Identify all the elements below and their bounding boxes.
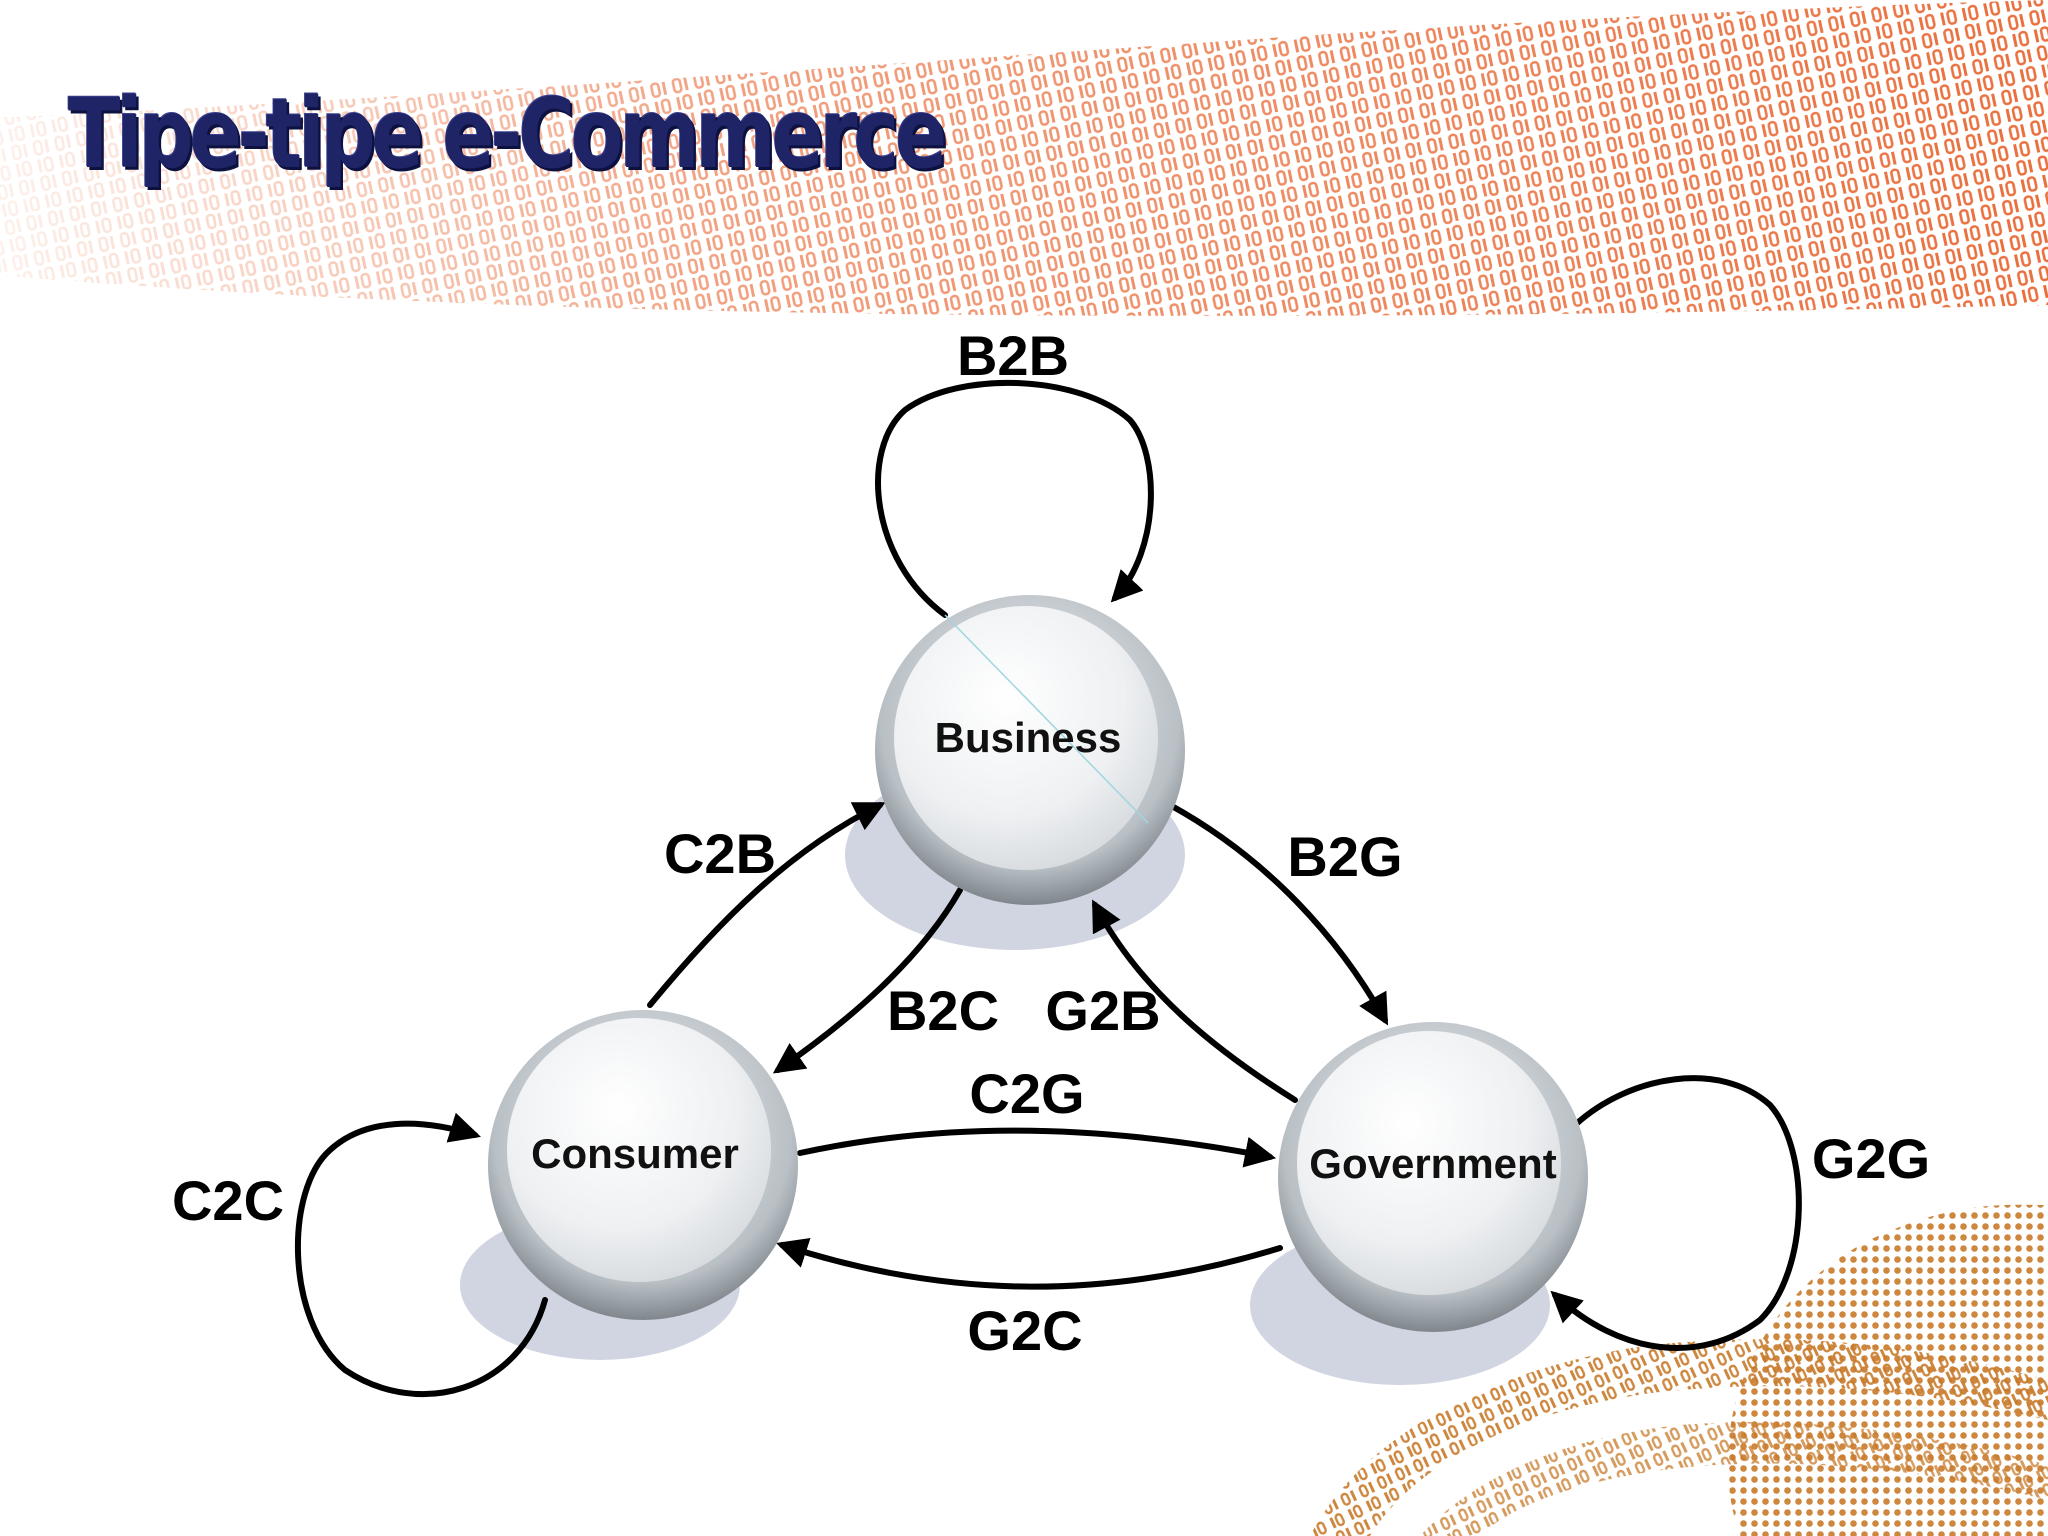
c2g-arrow — [797, 1127, 1277, 1168]
node-business: Business — [875, 595, 1185, 905]
b2c-label: B2C — [887, 979, 999, 1042]
binary-stream-decoration — [0, 0, 2048, 316]
g2c-arrow — [776, 1237, 1283, 1290]
b2b-loop-arrow — [875, 379, 1154, 618]
business-label: Business — [935, 714, 1122, 761]
edges — [294, 379, 1802, 1397]
c2g-label: C2G — [969, 1062, 1084, 1125]
b2g-arrow — [1167, 802, 1389, 1026]
slide-title: Tipe-tipe e-Commerce — [68, 78, 947, 190]
g2g-label: G2G — [1812, 1127, 1930, 1190]
node-government: Government — [1278, 1022, 1588, 1332]
edge-labels: B2B B2G C2B B2C G2B C2G G2C C2C G2G — [172, 324, 1930, 1362]
c2b-label: C2B — [664, 822, 776, 885]
c2c-loop-arrow — [294, 1112, 548, 1397]
g2g-loop-arrow — [1550, 1075, 1802, 1351]
g2c-label: G2C — [967, 1299, 1082, 1362]
b2g-label: B2G — [1287, 825, 1402, 888]
government-label: Government — [1309, 1140, 1556, 1187]
g2b-arrow — [1092, 899, 1298, 1103]
c2b-arrow — [647, 802, 886, 1008]
b2c-arrow — [772, 887, 963, 1074]
node-consumer: Consumer — [488, 1010, 798, 1320]
connector-line — [944, 614, 1149, 824]
b2b-label: B2B — [957, 324, 1069, 387]
binary-globe-decoration — [1310, 1204, 2048, 1536]
c2c-label: C2C — [172, 1169, 284, 1232]
g2b-label: G2B — [1045, 979, 1160, 1042]
consumer-label: Consumer — [531, 1130, 739, 1177]
